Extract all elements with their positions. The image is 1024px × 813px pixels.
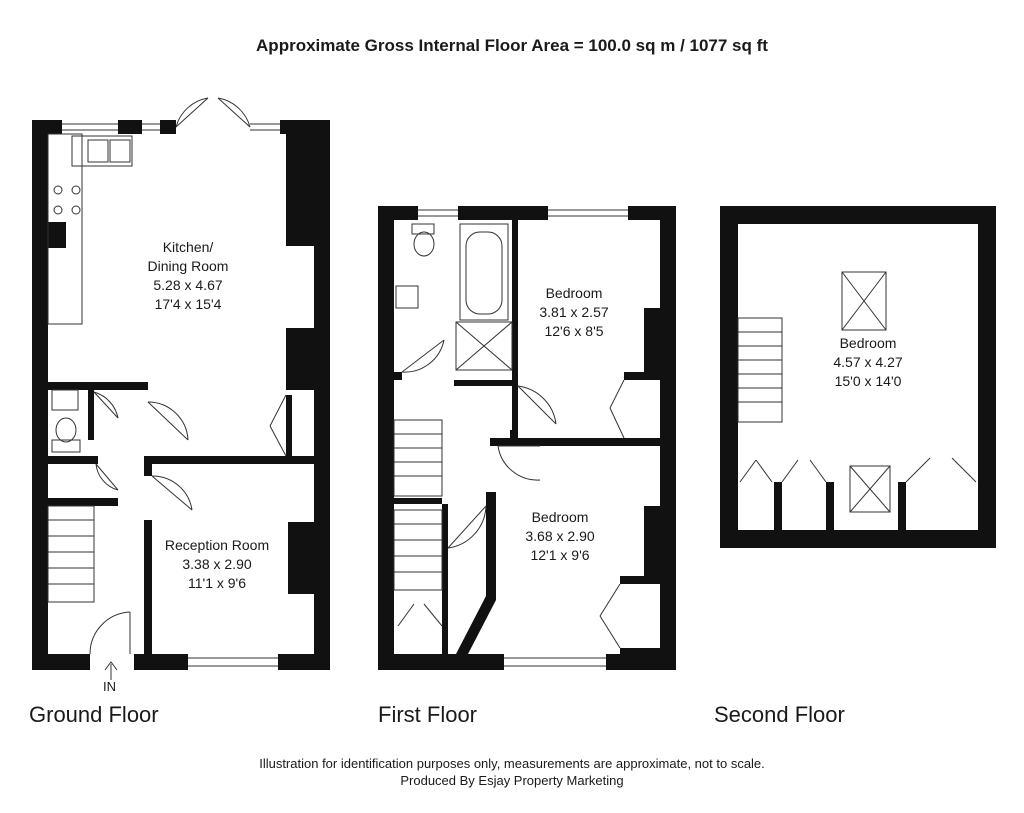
room-name: Bedroom [839, 335, 897, 351]
room-metric: 4.57 x 4.27 [833, 354, 903, 370]
room-name: Bedroom [531, 509, 589, 525]
room-metric: 3.81 x 2.57 [539, 304, 609, 320]
floor-label-ground: Ground Floor [29, 702, 159, 727]
second-floor-walls [720, 206, 996, 548]
room-label-kitchen: Kitchen/ Dining Room 5.28 x 4.67 17'4 x … [108, 238, 268, 314]
entrance-label: IN [103, 679, 116, 694]
room-label-reception: Reception Room 3.38 x 2.90 11'1 x 9'6 [137, 536, 297, 593]
room-metric: 3.38 x 2.90 [182, 556, 252, 572]
room-name: Reception Room [164, 537, 270, 553]
room-label-bedroom-first-rear: Bedroom 3.81 x 2.57 12'6 x 8'5 [494, 284, 654, 341]
room-name-line1: Kitchen/ [162, 239, 214, 255]
room-metric: 3.68 x 2.90 [525, 528, 595, 544]
room-imperial: 15'0 x 14'0 [834, 373, 902, 389]
room-label-bedroom-first-front: Bedroom 3.68 x 2.90 12'1 x 9'6 [480, 508, 640, 565]
disclaimer-line1: Illustration for identification purposes… [259, 756, 765, 771]
first-floor-walls [378, 206, 676, 670]
disclaimer-line2: Produced By Esjay Property Marketing [400, 773, 624, 788]
floor-label-second: Second Floor [714, 702, 845, 727]
room-label-bedroom-second: Bedroom 4.57 x 4.27 15'0 x 14'0 [788, 334, 948, 391]
room-name: Bedroom [545, 285, 603, 301]
floor-label-first: First Floor [378, 702, 477, 727]
room-imperial: 12'6 x 8'5 [544, 323, 604, 339]
room-metric: 5.28 x 4.67 [153, 277, 223, 293]
room-imperial: 11'1 x 9'6 [187, 575, 247, 591]
floor-area-title: Approximate Gross Internal Floor Area = … [256, 36, 768, 55]
room-imperial: 17'4 x 15'4 [154, 296, 222, 312]
room-name-line2: Dining Room [147, 258, 229, 274]
room-imperial: 12'1 x 9'6 [530, 547, 590, 563]
ground-floor-walls [32, 120, 330, 670]
